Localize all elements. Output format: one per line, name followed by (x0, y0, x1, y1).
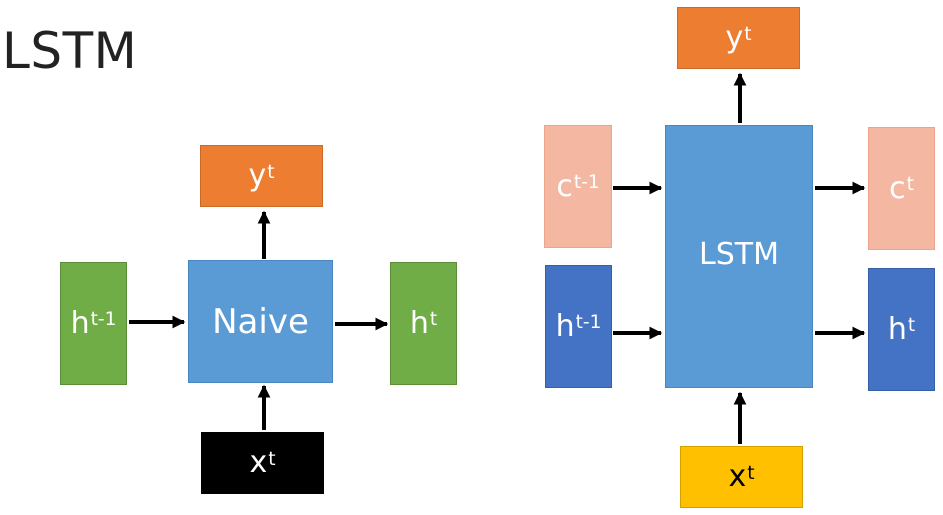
right-y-sup: t (744, 23, 752, 45)
left-hprev-base: h (70, 305, 90, 341)
right-c-base: c (889, 170, 906, 206)
lstm-block: LSTM (665, 125, 813, 388)
lstm-label: LSTM (699, 236, 779, 272)
page-title: LSTM (2, 22, 138, 80)
right-hprev-base: h (555, 308, 575, 344)
right-y-base: y (725, 20, 744, 55)
right-h-sup: t (907, 315, 916, 337)
left-hprev-sup: t-1 (90, 309, 117, 331)
right-hprev-sup: t-1 (575, 312, 602, 334)
right-x-sup: t (747, 462, 755, 484)
left-h-base: h (409, 305, 429, 341)
right-x-base: x (728, 459, 747, 494)
naive-rnn-block: Naive (188, 260, 333, 383)
right-cprev-sup: t-1 (573, 172, 600, 194)
naive-label: Naive (212, 301, 309, 342)
left-x-sup: t (268, 448, 276, 470)
right-h-base: h (887, 311, 907, 347)
left-y-sup: t (267, 161, 275, 183)
right-c-sup: t (906, 174, 914, 196)
left-y-base: y (248, 158, 267, 193)
right-cprev-base: c (556, 168, 573, 204)
left-x-base: x (249, 445, 268, 480)
left-h-sup: t (429, 309, 438, 331)
